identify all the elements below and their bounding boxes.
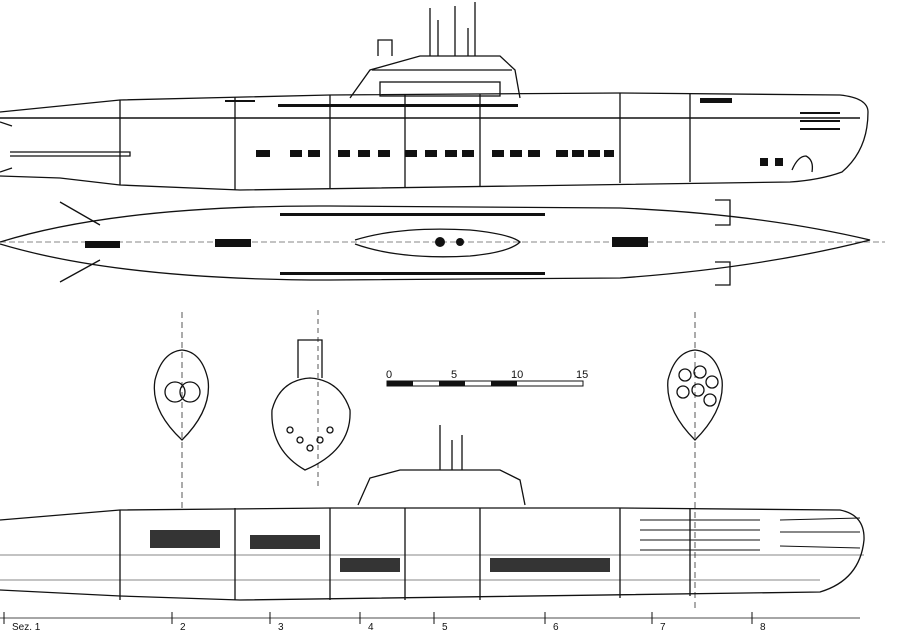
cutaway-torpedo-tubes	[640, 517, 861, 551]
scale-label-10: 10	[511, 369, 523, 381]
section-label-7: 7	[660, 622, 666, 633]
section-label-1: Sez. 1	[12, 622, 41, 633]
section-label-3: 3	[278, 622, 284, 633]
cutaway-section	[0, 425, 865, 601]
side-profile-details	[225, 98, 840, 166]
plan-view-details	[85, 213, 648, 275]
section-label-2: 2	[180, 622, 186, 633]
scale-label-0: 0	[386, 369, 392, 381]
scale-label-5: 5	[451, 369, 457, 381]
scale-bar: 0 5 10 15	[386, 369, 588, 387]
section-label-5: 5	[442, 622, 448, 633]
section-label-6: 6	[553, 622, 559, 633]
side-profile-view	[0, 2, 869, 191]
scale-label-15: 15	[576, 369, 588, 381]
section-label-4: 4	[368, 622, 374, 633]
cross-section-tower	[271, 310, 351, 490]
cutaway-compartment-fill	[150, 530, 610, 572]
cross-section-aft	[153, 312, 210, 510]
section-row: Sez. 1 2 3 4 5 6 7 8	[0, 612, 860, 633]
cross-section-bow	[667, 312, 723, 610]
section-label-8: 8	[760, 622, 766, 633]
